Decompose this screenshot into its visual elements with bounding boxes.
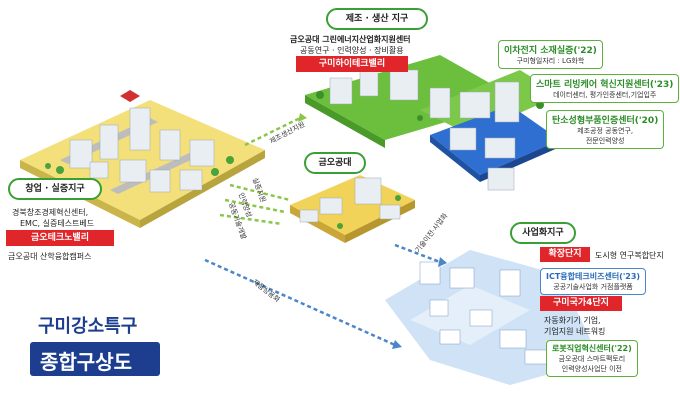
facility-title-1: 이차전지 소재실증('22) <box>504 46 597 56</box>
expansion-desc: 도시형 연구복합단지 <box>595 251 664 260</box>
ict-center-title: ICT융합테크비즈센터('23) <box>546 272 641 281</box>
robot-center-label: 로봇직업혁신센터('22) 금오공대 스마트팩토리 인력양성사업단 이전 <box>546 340 638 377</box>
facility-title-2: 스마트 리빙케어 혁신지원센터('23) <box>536 80 674 90</box>
manufacturing-zone-callout: 제조 · 생산 지구 <box>326 8 428 30</box>
main-title-line2-box: 종합구상도 <box>30 342 160 376</box>
facility-desc-2: 데이터센터, 평가인증센터,기업입주 <box>553 91 657 99</box>
expansion-red-label: 확장단지 <box>540 247 590 262</box>
university-callout: 금오공대 <box>304 152 366 174</box>
commercial-zone-callout: 사업화지구 <box>510 222 576 244</box>
startup-footer: 금오공대 산학융합캠퍼스 <box>8 252 92 261</box>
manufacturing-desc-line2: 공동연구 · 인력양성 · 장비활용 <box>300 46 404 55</box>
robot-center-desc2: 인력양성사업단 이전 <box>561 365 622 373</box>
manufacturing-desc-line1: 금오공대 그린에너지산업화지원센터 <box>290 35 411 44</box>
facility-label-2: 스마트 리빙케어 혁신지원센터('23) 데이터센터, 평가인증센터,기업입주 <box>530 74 680 103</box>
national-desc-line1: 자동화기기 기업, <box>544 316 601 325</box>
ict-center-label: ICT융합테크비즈센터('23) 공공기술사업화 거점플랫폼 <box>540 268 647 295</box>
main-title-line1: 구미강소특구 <box>38 316 138 337</box>
startup-desc-line1: 경북창조경제혁신센터, <box>12 208 89 217</box>
robot-center-title: 로봇직업혁신센터('22) <box>552 344 632 353</box>
university-platform <box>290 175 415 243</box>
facility-label-1: 이차전지 소재실증('22) 구미형일자리 : LG화학 <box>498 40 603 69</box>
national-desc-line2: 기업지원 네트워킹 <box>544 327 606 336</box>
manufacturing-red-label: 구미하이테크밸리 <box>296 56 408 72</box>
main-title-line2: 종합구상도 <box>40 350 132 374</box>
facility-desc-3b: 전문인력양성 <box>585 137 625 145</box>
ict-center-desc: 공공기술사업화 거점플랫폼 <box>553 283 633 291</box>
startup-red-label: 금오테크노밸리 <box>6 230 114 246</box>
manufacturing-zone-platform <box>305 55 560 191</box>
robot-center-desc1: 금오공대 스마트팩토리 <box>558 355 626 363</box>
facility-title-3: 탄소성형부품인증센터('20) <box>552 116 659 126</box>
facility-desc-3a: 제조공정 공동연구, <box>577 127 634 135</box>
facility-label-3: 탄소성형부품인증센터('20) 제조공정 공동연구, 전문인력양성 <box>546 110 665 149</box>
national-red-label: 구미국가4단지 <box>540 296 622 311</box>
startup-zone-callout: 창업 · 실증지구 <box>8 178 102 200</box>
facility-desc-1: 구미형일자리 : LG화학 <box>516 57 585 65</box>
startup-desc-line2: EMC, 실증테스트베드 <box>20 219 95 228</box>
